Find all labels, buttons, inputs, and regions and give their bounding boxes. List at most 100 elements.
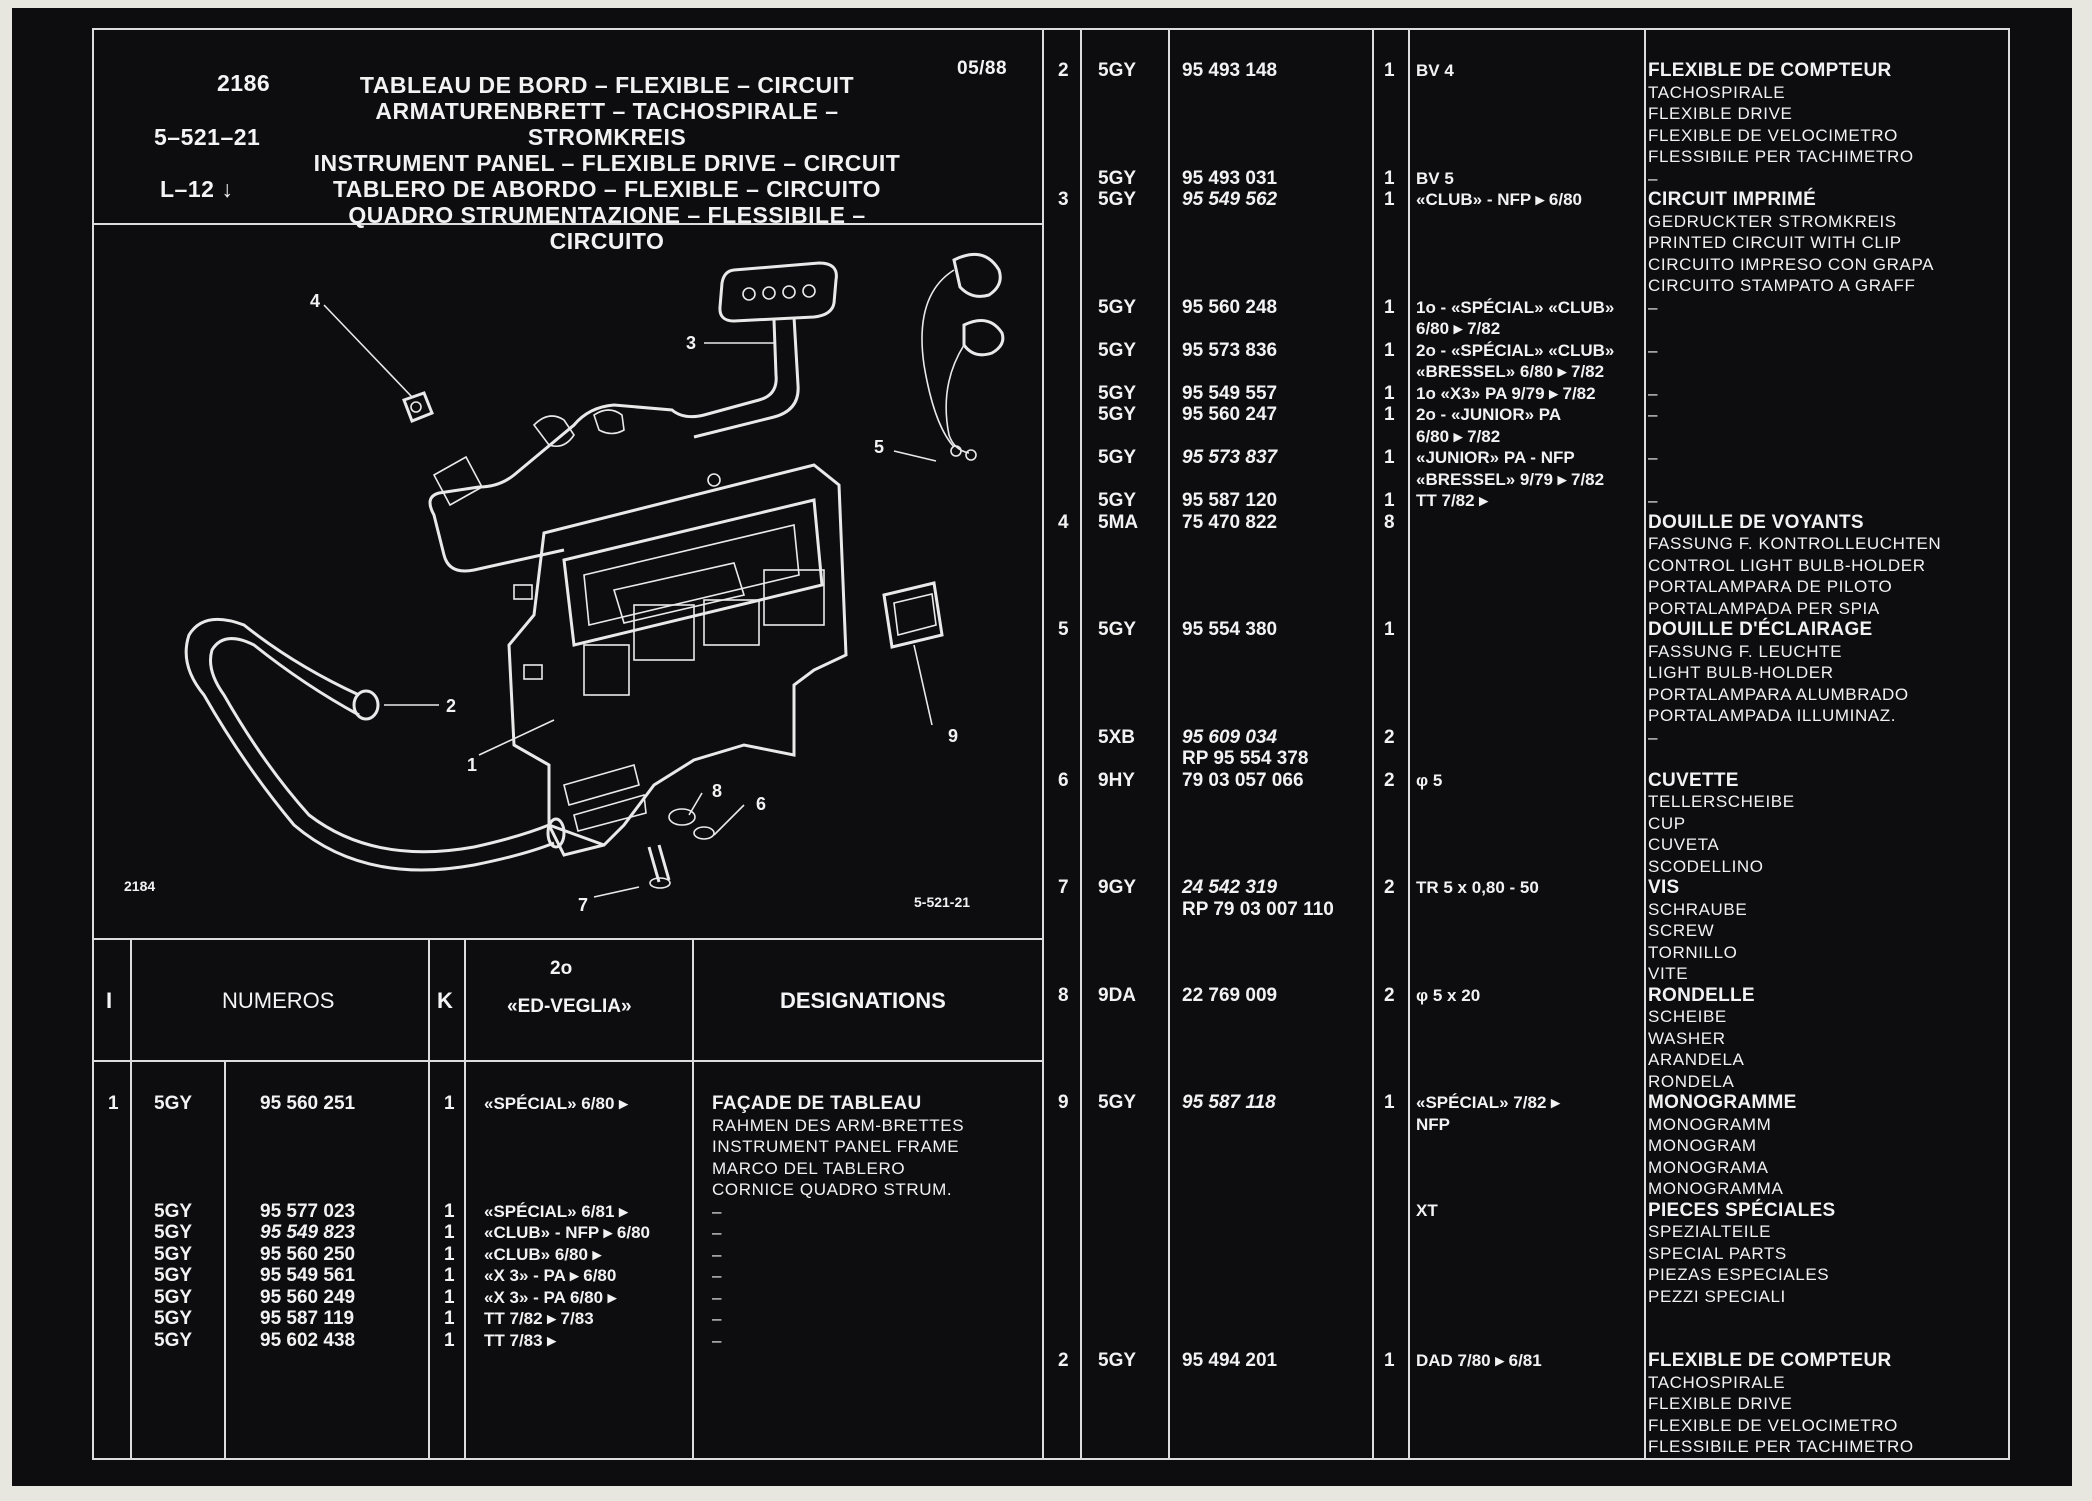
right-number — [1182, 1307, 1334, 1329]
right-desig: TORNILLO — [1648, 942, 1738, 962]
right-desig: SCODELLINO — [1648, 856, 1764, 876]
right-number — [1182, 555, 1334, 577]
right-variant: 2o - «JUNIOR» PA — [1416, 405, 1562, 424]
right-item — [1058, 748, 1069, 770]
right-item — [1058, 1264, 1069, 1286]
left-col-i-line — [130, 938, 132, 1460]
right-variant — [1416, 1006, 1614, 1028]
right-number — [1182, 684, 1334, 706]
right-desig: RONDELA — [1648, 1071, 1735, 1091]
left-number: 95 560 249 — [260, 1286, 356, 1308]
right-qty: 1 — [1384, 167, 1395, 189]
right-item — [1058, 340, 1069, 362]
left-desig: RAHMEN DES ARM-BRETTES — [712, 1115, 965, 1135]
right-desig: FLEXIBLE DRIVE — [1648, 1394, 1793, 1413]
right-code — [1098, 942, 1138, 964]
right-desig: CUVETTE — [1648, 769, 1739, 791]
right-desig: LIGHT BULB-HOLDER — [1648, 663, 1834, 682]
left-qty: 1 — [444, 1243, 455, 1265]
right-variant — [1416, 1221, 1614, 1243]
right-variant — [1416, 1307, 1614, 1329]
right-desig: MONOGRAMM — [1648, 1114, 1772, 1134]
left-desig: FAÇADE DE TABLEAU — [712, 1093, 922, 1114]
right-desig: PRINTED CIRCUIT WITH CLIP — [1648, 233, 1902, 252]
right-number — [1182, 103, 1334, 125]
right-number — [1182, 232, 1334, 254]
right-qty — [1384, 125, 1395, 147]
right-number: 95 560 248 — [1182, 296, 1278, 318]
right-qty — [1384, 705, 1395, 727]
right-desig: DOUILLE DE VOYANTS — [1648, 511, 1864, 533]
right-qty — [1384, 1157, 1395, 1179]
right-code — [1098, 533, 1138, 555]
right-qty — [1384, 576, 1395, 598]
right-number: 95 587 118 — [1182, 1092, 1276, 1113]
right-desig: FASSUNG F. KONTROLLEUCHTEN — [1648, 534, 1942, 553]
right-code — [1098, 1200, 1138, 1222]
right-number: RP 79 03 007 110 — [1182, 898, 1334, 920]
right-item — [1058, 383, 1069, 405]
location-code: L–12 ↓ — [160, 176, 234, 202]
left-code: 5GY — [154, 1308, 193, 1329]
left-number-column: 95 560 251 95 577 023 95 549 823 95 560 … — [260, 1093, 355, 1351]
left-number — [260, 1158, 355, 1180]
right-code — [1098, 1436, 1138, 1458]
right-code — [1098, 1006, 1138, 1028]
right-code — [1098, 963, 1138, 985]
left-variant: «SPÉCIAL» 6/80 ▸ — [484, 1094, 628, 1113]
right-qty: 2 — [1384, 984, 1395, 1006]
right-number — [1182, 1221, 1334, 1243]
right-code: 5GY — [1098, 382, 1137, 404]
left-variant: «X 3» - PA 6/80 ▸ — [484, 1287, 617, 1307]
right-variant — [1416, 1157, 1614, 1179]
left-qty — [444, 1158, 455, 1180]
right-number — [1182, 1135, 1334, 1157]
left-number: 95 560 250 — [260, 1243, 356, 1265]
left-qty: 1 — [444, 1329, 455, 1351]
right-code: 5GY — [1098, 619, 1137, 640]
right-item — [1058, 1329, 1069, 1351]
right-desig: PORTALAMPADA ILLUMINAZ. — [1648, 706, 1897, 725]
right-code — [1098, 899, 1138, 921]
right-desig: – — [1648, 168, 1659, 188]
left-desig: – — [712, 1309, 723, 1328]
right-item — [1058, 1221, 1069, 1243]
right-qty — [1384, 1071, 1395, 1093]
right-qty: 1 — [1384, 1092, 1395, 1113]
right-item — [1058, 1178, 1069, 1200]
right-item — [1058, 146, 1069, 168]
right-number: 95 560 247 — [1182, 404, 1278, 425]
right-item: 9 — [1058, 1092, 1069, 1113]
right-code: 5GY — [1098, 490, 1137, 511]
right-number — [1182, 598, 1334, 620]
right-qty — [1384, 899, 1395, 921]
left-qty — [444, 1179, 455, 1201]
right-number: 95 494 201 — [1182, 1350, 1278, 1371]
callout-5: 5 — [874, 437, 884, 457]
callout-8: 8 — [712, 781, 722, 801]
right-code — [1098, 1157, 1138, 1179]
right-desig: VIS — [1648, 877, 1680, 898]
outer-frame-bottom — [92, 1458, 2010, 1460]
right-variant — [1416, 1135, 1614, 1157]
right-number — [1182, 533, 1334, 555]
right-variant — [1416, 146, 1614, 168]
left-variant: «CLUB» - NFP ▸ 6/80 — [484, 1223, 650, 1242]
right-desig: TACHOSPIRALE — [1648, 1372, 1786, 1392]
right-number — [1182, 662, 1334, 684]
right-number — [1182, 1436, 1334, 1458]
right-code: 5GY — [1098, 1092, 1137, 1113]
left-qty: 1 — [444, 1200, 455, 1222]
right-variant — [1416, 275, 1614, 297]
right-qty — [1384, 856, 1395, 878]
right-variant: 1o - «SPÉCIAL» «CLUB» — [1416, 297, 1615, 317]
right-code — [1098, 1307, 1138, 1329]
left-variant — [484, 1158, 650, 1180]
right-item: 2 — [1058, 1350, 1069, 1371]
right-number: 79 03 057 066 — [1182, 769, 1304, 791]
right-qty — [1384, 1372, 1395, 1394]
right-code — [1098, 125, 1138, 147]
right-variant — [1416, 942, 1614, 964]
right-qty — [1384, 1307, 1395, 1329]
